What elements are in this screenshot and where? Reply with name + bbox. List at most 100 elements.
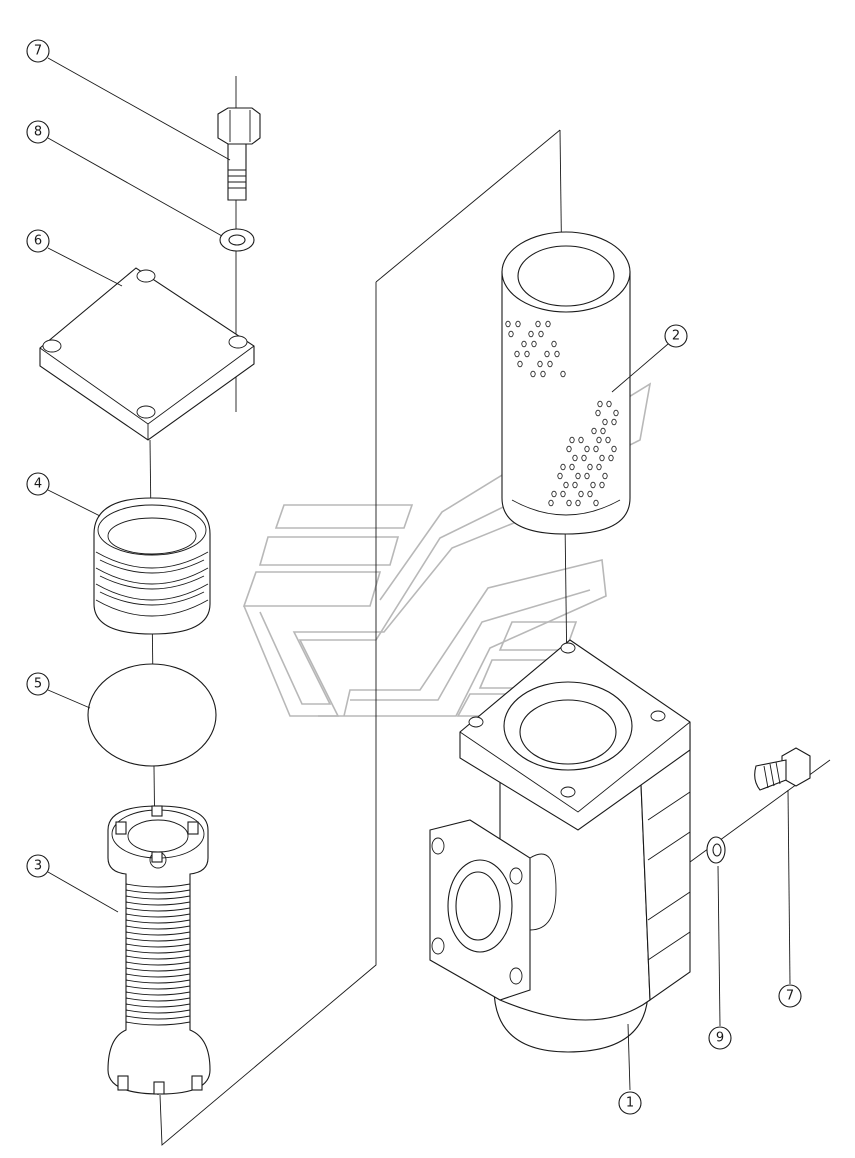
perforation-hole (569, 436, 575, 444)
perforation-hole (560, 370, 566, 378)
callout-label: 1 (626, 1096, 634, 1111)
callout-label: 7 (786, 989, 794, 1004)
callout-3: 3 (26, 854, 50, 878)
callout-8: 8 (26, 120, 50, 144)
thread-line (125, 907, 191, 912)
perforation-hole (605, 436, 611, 444)
callout-label: 3 (34, 859, 42, 874)
perforation-hole (597, 400, 603, 408)
perforation-hole (587, 490, 593, 498)
thread-line (125, 901, 191, 906)
perforation-hole (547, 360, 553, 368)
perforation-hole (575, 499, 581, 507)
threaded-tube-part-3 (107, 805, 211, 1095)
perforation-hole (611, 418, 617, 426)
perforation-hole (514, 350, 520, 358)
callout-7-top: 7 (26, 39, 50, 63)
perforation-hole (560, 490, 566, 498)
callout-2: 2 (664, 324, 688, 348)
washer-part-8 (219, 228, 255, 252)
perforation-hole (613, 409, 619, 417)
perforation-hole (517, 360, 523, 368)
callout-leader-lines (47, 57, 791, 1091)
thread-line (125, 949, 191, 954)
thread-line (125, 985, 191, 990)
perforation-hole (537, 360, 543, 368)
filter-cylinder-part-2 (501, 231, 631, 535)
perforation-hole (524, 350, 530, 358)
thread-line (125, 889, 191, 894)
callout-label: 5 (34, 677, 42, 692)
callout-1: 1 (618, 1091, 642, 1115)
perforation-hole (581, 454, 587, 462)
thread-line (125, 883, 191, 888)
perforation-hole (590, 481, 596, 489)
perforation-hole (591, 427, 597, 435)
perforation-hole (575, 472, 581, 480)
perforation-hole (578, 436, 584, 444)
perforation-hole (563, 481, 569, 489)
callout-label: 4 (34, 477, 42, 492)
perforation-hole (551, 340, 557, 348)
perforation-hole (560, 463, 566, 471)
perforation-hole (569, 463, 575, 471)
bolt-part-7-side (754, 747, 811, 791)
lock-washer-part-9 (706, 836, 726, 864)
perforation-hole (593, 499, 599, 507)
perforation-hole (566, 445, 572, 453)
thread-line (125, 1015, 191, 1020)
perforation-hole (611, 445, 617, 453)
perforation-hole (606, 400, 612, 408)
perforation-hole (587, 463, 593, 471)
perforation-hole (530, 370, 536, 378)
thread-line (125, 973, 191, 978)
perforation-hole (508, 330, 514, 338)
callout-4: 4 (26, 472, 50, 496)
thread-line (125, 1009, 191, 1014)
thread-line (125, 997, 191, 1002)
perforation-hole (596, 463, 602, 471)
callout-7-side: 7 (778, 984, 802, 1008)
perforation-hole (535, 320, 541, 328)
housing-part-1 (429, 639, 691, 1053)
thread-line (125, 955, 191, 960)
perforation-hole (602, 418, 608, 426)
perforation-hole (595, 409, 601, 417)
thread-line (125, 967, 191, 972)
thread-line (125, 1003, 191, 1008)
perforation-hole (521, 340, 527, 348)
callout-6: 6 (26, 229, 50, 253)
perforation-hole (599, 481, 605, 489)
perforation-hole (584, 472, 590, 480)
bolt-part-7-top (217, 107, 261, 201)
callout-5: 5 (26, 672, 50, 696)
callout-9: 9 (708, 1026, 732, 1050)
perforation-hole (528, 330, 534, 338)
spring-part-4 (93, 497, 211, 635)
callout-label: 9 (716, 1031, 724, 1046)
cover-plate-part-6 (39, 267, 255, 441)
thread-line (125, 961, 191, 966)
disc-part-5 (87, 663, 217, 767)
perforation-hole (578, 490, 584, 498)
thread-line (125, 937, 191, 942)
perforation-hole (608, 454, 614, 462)
perforation-hole (557, 472, 563, 480)
perforation-hole (515, 320, 521, 328)
callout-label: 7 (34, 44, 42, 59)
callout-label: 8 (34, 125, 42, 140)
perforation-hole (566, 499, 572, 507)
thread-line (125, 919, 191, 924)
perforation-hole (599, 454, 605, 462)
perforation-hole (538, 330, 544, 338)
perforation-hole (572, 481, 578, 489)
perforation-hole (548, 499, 554, 507)
perforation-hole (584, 445, 590, 453)
perforation-hole (602, 472, 608, 480)
perforation-hole (545, 320, 551, 328)
perforation-hole (551, 490, 557, 498)
thread-line (125, 895, 191, 900)
thread-line (125, 979, 191, 984)
